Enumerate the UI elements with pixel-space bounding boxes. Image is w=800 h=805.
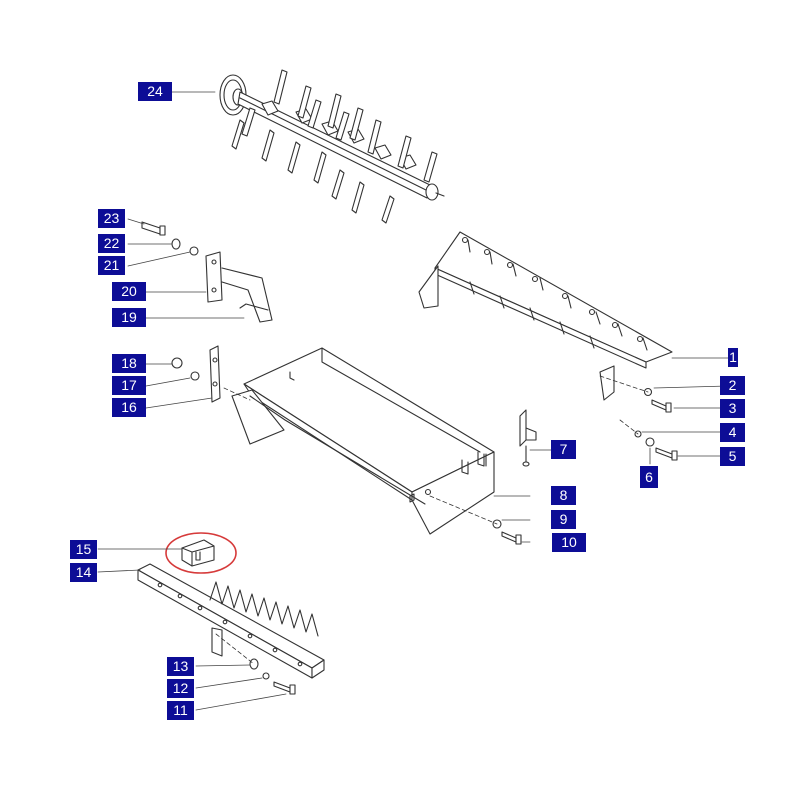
callout-1: 1 <box>728 348 738 367</box>
callout-15: 15 <box>70 540 97 559</box>
callout-3: 3 <box>720 399 745 418</box>
callout-14: 14 <box>70 563 97 582</box>
tine-reel-shaft <box>219 69 445 224</box>
assembly-lines <box>215 375 649 665</box>
hardware <box>141 221 678 695</box>
callout-10: 10 <box>552 533 586 552</box>
callout-11: 11 <box>167 701 194 720</box>
rake-rail <box>418 231 673 401</box>
callout-23: 23 <box>98 209 125 228</box>
callout-7: 7 <box>551 440 576 459</box>
callout-4: 4 <box>720 423 745 442</box>
callout-12: 12 <box>167 679 194 698</box>
hopper-body <box>231 347 495 535</box>
callout-16: 16 <box>112 398 146 417</box>
callout-13: 13 <box>167 657 194 676</box>
callout-24: 24 <box>138 82 172 101</box>
callout-5: 5 <box>720 447 745 466</box>
callout-2: 2 <box>720 376 745 395</box>
highlight-circle <box>165 532 237 574</box>
callout-22: 22 <box>98 234 125 253</box>
callout-8: 8 <box>551 486 576 505</box>
callout-21: 21 <box>98 256 125 275</box>
mounting-plate <box>209 345 221 403</box>
callout-20: 20 <box>112 282 146 301</box>
callout-9: 9 <box>551 510 576 529</box>
callout-6: 6 <box>640 466 658 488</box>
callout-17: 17 <box>112 376 146 395</box>
small-bracket <box>519 409 537 467</box>
left-side-bracket <box>205 251 273 323</box>
highlighted-bracket <box>165 532 237 574</box>
comb-bar <box>137 563 325 679</box>
callout-19: 19 <box>112 308 146 327</box>
callout-18: 18 <box>112 354 146 373</box>
